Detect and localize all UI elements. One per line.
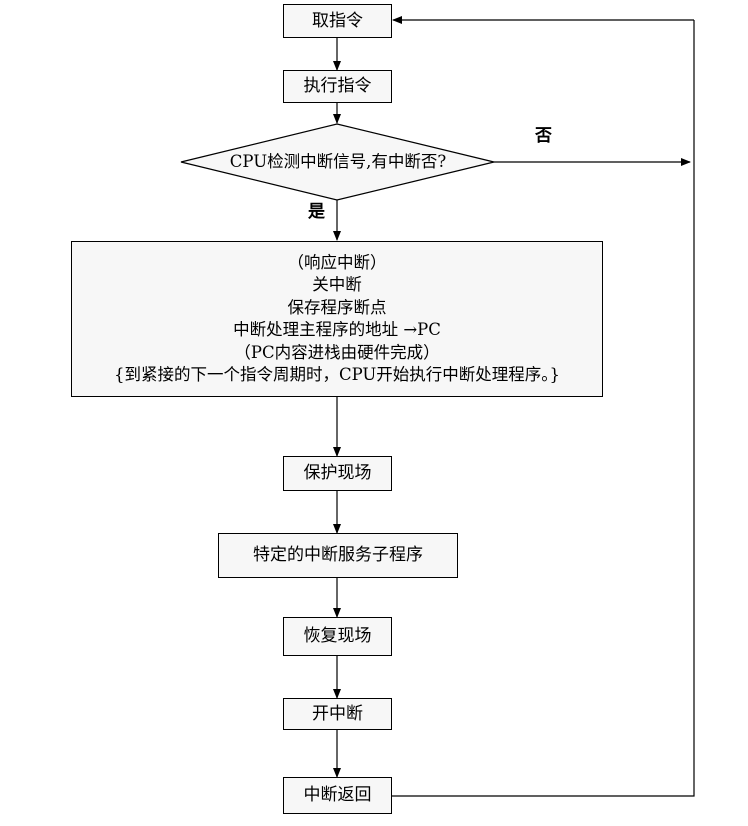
decision-text: CPU检测中断信号,有中断否? bbox=[229, 152, 447, 171]
response-line: （响应中断） bbox=[287, 252, 387, 272]
interrupt-return-label: 中断返回 bbox=[303, 785, 372, 805]
execute-instruction-label: 执行指令 bbox=[303, 76, 372, 96]
no-label: 否 bbox=[535, 126, 552, 146]
interrupt-return-box: 中断返回 bbox=[283, 777, 392, 814]
response-line: 关中断 bbox=[312, 275, 362, 294]
execute-instruction-box: 执行指令 bbox=[283, 70, 392, 103]
fetch-instruction-box: 取指令 bbox=[283, 4, 392, 38]
response-line: {到紧接的下一个指令周期时，CPU开始执行中断处理程序。} bbox=[113, 365, 561, 384]
save-context-label: 保护现场 bbox=[303, 463, 372, 483]
enable-interrupt-box: 开中断 bbox=[283, 698, 392, 730]
interrupt-response-box: （响应中断） 关中断 保存程序断点 中断处理主程序的地址 →PC （PC内容进栈… bbox=[71, 241, 603, 397]
restore-context-label: 恢复现场 bbox=[303, 626, 372, 646]
response-line: （PC内容进栈由硬件完成） bbox=[234, 342, 440, 362]
service-routine-box: 特定的中断服务子程序 bbox=[218, 533, 458, 578]
restore-context-box: 恢复现场 bbox=[283, 617, 392, 656]
fetch-instruction-label: 取指令 bbox=[312, 10, 363, 31]
loop-line-return bbox=[392, 20, 695, 797]
yes-label: 是 bbox=[308, 202, 325, 222]
service-routine-label: 特定的中断服务子程序 bbox=[253, 545, 423, 565]
response-line: 保存程序断点 bbox=[287, 297, 387, 317]
enable-interrupt-label: 开中断 bbox=[312, 703, 363, 724]
response-line: 中断处理主程序的地址 →PC bbox=[233, 320, 441, 339]
save-context-box: 保护现场 bbox=[283, 456, 392, 491]
